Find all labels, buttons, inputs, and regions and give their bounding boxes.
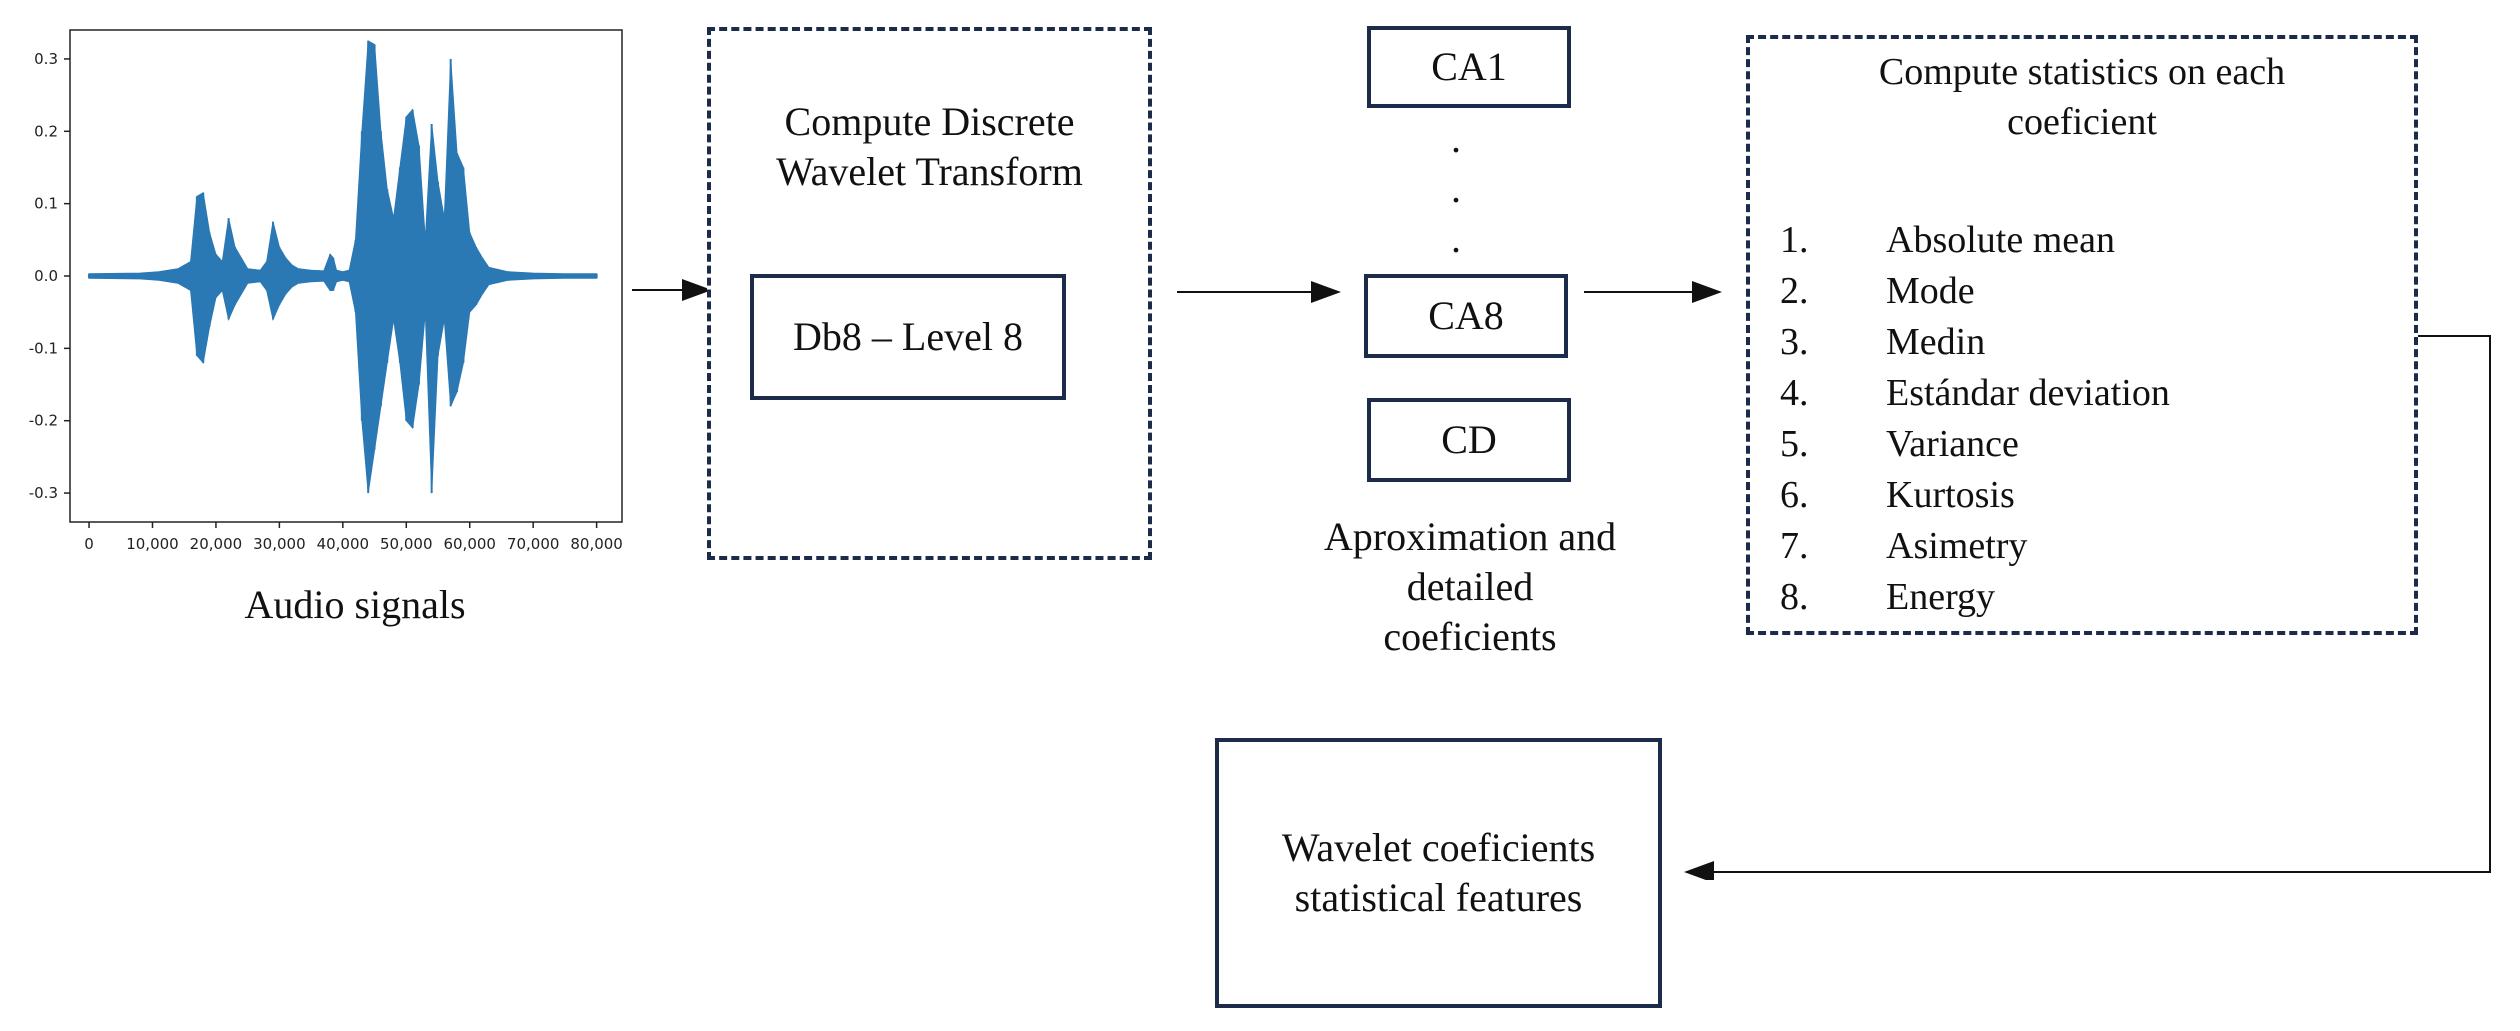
connector-stats-to-output [1684,335,2491,880]
dot-3: . [1451,216,1461,261]
dot-2: . [1451,166,1461,211]
statistic-label: Energy [1886,576,1996,618]
dwt-title-line1: Compute Discrete [784,99,1075,144]
audio-signal-chart: 0.3 0.2 0.1 0.0 -0.1 -0.2 -0.3 0 10,000 20,000 30,… [29,29,623,553]
output-features-box: Wavelet coeficients statistical features [1215,738,1662,1008]
arrow-signal-to-dwt [632,279,712,301]
coefficients-caption: Aproximation and detailed coeficients [1300,512,1640,662]
y-tick-label: 0.0 [34,267,58,285]
statistic-number: 1. [1780,219,1809,261]
statistic-number: 5. [1780,423,1809,465]
x-tick-label: 70,000 [507,535,560,553]
y-tick-label: 0.2 [34,122,58,140]
waveform-envelope [88,40,598,494]
statistic-label: Variance [1886,423,2019,465]
coefficient-ca1-box: CA1 [1367,26,1571,108]
coefficients-caption-line2: detailed [1406,564,1534,609]
x-tick-label: 20,000 [190,535,243,553]
y-tick-label: 0.1 [34,195,58,213]
statistic-label: Kurtosis [1886,474,2015,516]
coefficient-ca8-label: CA8 [1428,293,1504,338]
statistic-label: Medin [1886,321,1986,363]
statistic-item: 1. Absolute mean [1780,215,2170,266]
arrow-coefficients-to-stats [1584,281,1722,303]
x-tick-label: 40,000 [317,535,370,553]
statistics-list: 1. Absolute mean 2. Mode 3. Medin 4. Est… [1780,215,2170,623]
wavelet-db8-label: Db8 – Level 8 [793,314,1023,359]
output-line2: statistical features [1294,875,1583,920]
statistics-title-line1: Compute statistics on each [1878,51,2286,93]
statistic-item: 7. Asimetry [1780,521,2170,572]
statistic-number: 6. [1780,474,1809,516]
coefficients-caption-line1: Aproximation and [1323,514,1617,559]
statistic-number: 4. [1780,372,1809,414]
statistic-label: Mode [1886,270,1975,312]
x-tick-label: 80,000 [570,535,623,553]
statistics-title: Compute statistics on each coeficient [1750,47,2414,147]
statistic-item: 2. Mode [1780,266,2170,317]
statistic-item: 5. Variance [1780,419,2170,470]
statistic-item: 8. Energy [1780,572,2170,623]
statistic-number: 3. [1780,321,1809,363]
statistics-title-line2: coeficient [2007,101,2157,143]
dwt-title: Compute Discrete Wavelet Transform [711,97,1148,197]
dwt-title-line2: Wavelet Transform [776,149,1083,194]
coefficient-dots: . . . [1426,114,1486,264]
statistics-box: Compute statistics on each coeficient 1.… [1746,35,2418,635]
coefficient-ca1-label: CA1 [1431,44,1507,89]
y-tick-label: -0.1 [29,339,58,357]
statistic-label: Estándar deviation [1886,372,2170,414]
dot-1: . [1451,116,1461,161]
y-tick-label: -0.3 [29,484,58,502]
x-tick-label: 10,000 [126,535,179,553]
wavelet-db8-box: Db8 – Level 8 [750,274,1066,400]
statistic-number: 8. [1780,576,1809,618]
x-tick-label: 60,000 [443,535,496,553]
x-tick-label: 50,000 [380,535,433,553]
x-tick-label: 0 [84,535,94,553]
statistic-number: 2. [1780,270,1809,312]
statistic-label: Absolute mean [1886,219,2116,261]
statistic-item: 4. Estándar deviation [1780,368,2170,419]
coefficient-ca8-box: CA8 [1364,274,1568,358]
x-tick-label: 30,000 [253,535,306,553]
coefficient-cd-label: CD [1441,417,1497,462]
statistic-item: 6. Kurtosis [1780,470,2170,521]
statistic-label: Asimetry [1886,525,2028,567]
statistic-number: 7. [1780,525,1809,567]
chart-caption: Audio signals [244,582,466,627]
arrow-dwt-to-coefficients [1177,281,1341,303]
coefficient-cd-box: CD [1367,398,1571,482]
y-tick-label: 0.3 [34,50,58,68]
output-line1: Wavelet coeficients [1281,825,1596,870]
statistic-item: 3. Medin [1780,317,2170,368]
coefficients-caption-line3: coeficients [1383,614,1557,659]
y-tick-label: -0.2 [29,412,58,430]
